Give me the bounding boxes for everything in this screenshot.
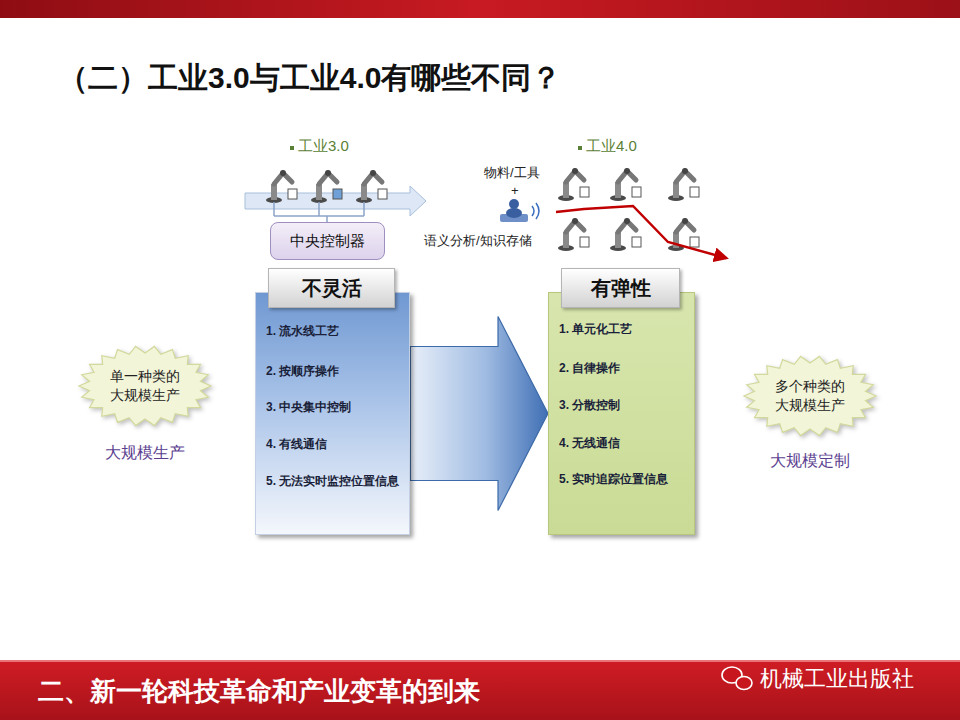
illustration — [245, 146, 752, 690]
robot-arm — [311, 170, 342, 203]
panel-item: 2. 按顺序操作 — [266, 363, 339, 380]
material-flow — [556, 206, 726, 258]
bottom-band — [0, 660, 960, 720]
wechat-icon — [736, 677, 752, 690]
burst-outline — [744, 356, 876, 435]
panel-item: 2. 自律操作 — [559, 360, 620, 377]
robot-arm — [558, 218, 589, 251]
robot-arm — [610, 168, 641, 201]
panel-item: 5. 实时追踪位置信息 — [559, 471, 668, 488]
work-piece — [288, 189, 297, 199]
work-piece — [333, 189, 342, 199]
function-label: 语义分析/知识存储 — [424, 232, 532, 250]
work-piece — [378, 189, 387, 199]
robot-arm — [558, 168, 589, 201]
person-body — [506, 208, 522, 218]
work-piece — [580, 237, 589, 247]
panel-item: 3. 中央集中控制 — [266, 399, 351, 416]
burst-node: 单一种类的 大规模生产大规模生产 — [75, 343, 215, 467]
robot-joint — [624, 218, 630, 224]
burst-caption: 大规模生产 — [75, 443, 215, 464]
work-piece — [632, 237, 641, 247]
work-piece — [690, 237, 699, 247]
block-arrow — [410, 317, 548, 511]
panel-heading: 有弹性 — [561, 268, 680, 308]
section-label: 工业3.0 — [298, 137, 349, 156]
robot-joint — [572, 218, 578, 224]
plus-sign: + — [511, 183, 519, 198]
robot-arm — [668, 168, 699, 201]
section-label: 工业4.0 — [586, 137, 637, 156]
panel-heading: 不灵活 — [268, 268, 395, 308]
control-wire — [274, 202, 364, 222]
node-text: 中央控制器 — [290, 232, 365, 251]
person-head — [509, 199, 519, 209]
robot-arm — [610, 218, 641, 251]
panel-item: 4. 有线通信 — [266, 436, 327, 453]
robot-arm — [356, 170, 387, 203]
burst-text-holder: 多个种类的 大规模生产 — [740, 353, 880, 439]
wireless-waves — [532, 203, 539, 219]
robot-joint — [682, 218, 688, 224]
burst-text-holder: 单一种类的 大规模生产 — [75, 343, 215, 429]
panel-item: 1. 单元化工艺 — [559, 321, 632, 338]
robot-joint — [280, 170, 286, 176]
robot-joint — [572, 168, 578, 174]
work-piece — [690, 187, 699, 197]
burst-shape — [740, 353, 880, 439]
panel-item: 1. 流水线工艺 — [266, 323, 339, 340]
burst-node: 多个种类的 大规模生产大规模定制 — [740, 353, 880, 475]
slide-title: （二）工业3.0与工业4.0有哪些不同？ — [58, 58, 561, 99]
chapter-footer: 二、新一轮科技革命和产业变革的到来 — [38, 674, 480, 709]
panel-item: 3. 分散控制 — [559, 397, 620, 414]
bullet — [290, 146, 294, 150]
burst-outline — [79, 346, 211, 425]
robot-joint — [325, 170, 331, 176]
robot-joint — [370, 170, 376, 176]
feature-panel: 不灵活1. 流水线工艺2. 按顺序操作3. 中央集中控制4. 有线通信5. 无法… — [255, 292, 410, 535]
burst-shape — [75, 343, 215, 429]
input-label: 物料/工具 — [484, 164, 540, 182]
panel-item: 4. 无线通信 — [559, 435, 620, 452]
burst-text: 单一种类的 大规模生产 — [106, 367, 184, 405]
burst-text: 多个种类的 大规模生产 — [771, 377, 849, 415]
robot-joint — [624, 168, 630, 174]
panel-item: 5. 无法实时监控位置信息 — [266, 473, 399, 490]
publisher-mark: 机械工业出版社 — [760, 664, 914, 694]
work-piece — [580, 187, 589, 197]
robot-joint — [682, 168, 688, 174]
controller-box: 中央控制器 — [270, 222, 385, 260]
band-highlight — [0, 660, 960, 662]
feature-panel: 有弹性1. 单元化工艺2. 自律操作3. 分散控制4. 无线通信5. 实时追踪位… — [548, 292, 695, 535]
top-band — [0, 0, 960, 18]
bullet — [578, 146, 582, 150]
robot-arm — [266, 170, 297, 203]
burst-caption: 大规模定制 — [740, 451, 880, 472]
work-piece — [632, 187, 641, 197]
